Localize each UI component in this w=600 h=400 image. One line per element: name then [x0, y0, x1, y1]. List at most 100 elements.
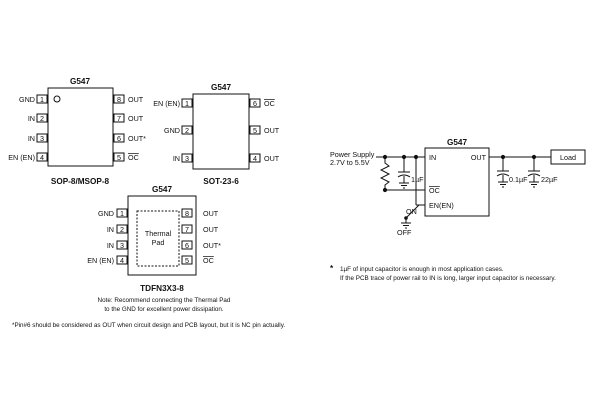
- cout2-plate-bottom: [527, 173, 541, 177]
- tdfn-labels: G547 TDFN3X3-8 Thermal Pad GND IN IN EN …: [87, 185, 231, 313]
- tdfn-pin-2-name: IN: [107, 225, 114, 234]
- sop8-labels: G547 SOP-8/MSOP-8 GND IN IN EN (EN) 1 2 …: [8, 77, 146, 186]
- tdfn-pin-box-7: [181, 224, 193, 234]
- circuit-labels: G547 Power Supply 2.7V to 5.5V IN OUT OC…: [330, 138, 576, 282]
- tdfn-pin-box-6: [181, 240, 193, 250]
- sop8-pin-7-name: OUT: [128, 114, 144, 123]
- supply-label-line-1: Power Supply: [330, 150, 375, 159]
- sop8-pin-1-num: 1: [40, 95, 44, 104]
- circuit-pin-in: IN: [429, 153, 436, 162]
- sot23-pin-box-2: [181, 125, 193, 135]
- tdfn-pin-box-8: [181, 208, 193, 218]
- sop8-pin-5-name: OC: [128, 153, 139, 162]
- sop8-pin-5-num: 5: [117, 153, 121, 162]
- sop8-pin-6-name: OUT*: [128, 134, 146, 143]
- sop8-pin-8-num: 8: [117, 95, 121, 104]
- tdfn-pin-3-name: IN: [107, 241, 114, 250]
- sot23-body: [192, 93, 250, 170]
- cap-in-label: 1µF: [411, 175, 424, 184]
- tdfn-pin-box-1: [116, 208, 128, 218]
- circuit-pin-oc: OC: [429, 186, 440, 195]
- sot23-pin-box-6: [249, 98, 261, 108]
- sot23-pin-4-name: OUT: [264, 154, 280, 163]
- tdfn-pin-box-5: [181, 255, 193, 265]
- sot23-pin-5-num: 5: [253, 126, 257, 135]
- sot23-pin-2-name: GND: [164, 126, 180, 135]
- sop8-pin-4-num: 4: [40, 153, 44, 162]
- sop8-package-name: SOP-8/MSOP-8: [51, 177, 110, 186]
- switch-on-label: ON: [406, 207, 417, 216]
- sot23-pin-1-name: EN (EN): [153, 99, 180, 108]
- tdfn-pin-8-name: OUT: [203, 209, 219, 218]
- tdfn-pin-5-num: 5: [185, 256, 189, 265]
- sot23-pin-1-num: 1: [185, 99, 189, 108]
- tdfn-pin-box-2: [116, 224, 128, 234]
- sop8-pin-3-num: 3: [40, 134, 44, 143]
- sot23-pin-box-1: [181, 98, 193, 108]
- sop8-pin-box-7: [113, 113, 125, 123]
- tdfn-thermal-pad: [136, 210, 180, 267]
- tdfn-pad-label-2: Pad: [152, 238, 165, 247]
- sop8-pin-8-name: OUT: [128, 95, 144, 104]
- tdfn-pin-8-num: 8: [185, 209, 189, 218]
- tdfn-pin-box-4: [116, 255, 128, 265]
- sop8-pin-box-1: [36, 94, 48, 104]
- sot23-pin-4-num: 4: [253, 154, 257, 163]
- sop8-pin-7-num: 7: [117, 114, 121, 123]
- sot23-labels: G547 SOT-23-6 EN (EN) GND IN 1 2 3 6 5 4…: [153, 83, 280, 186]
- circuit-note-line-1: 1µF of input capacitor is enough in most…: [340, 266, 504, 273]
- cout1-plate-bottom: [496, 173, 510, 177]
- sot23-pin-2-num: 2: [185, 126, 189, 135]
- sop8-pin1-dot: [53, 95, 61, 103]
- sot23-pin-3-name: IN: [173, 154, 180, 163]
- sot23-pin-box-5: [249, 125, 261, 135]
- tdfn-pin-3-num: 3: [120, 241, 124, 250]
- tdfn-pad-label-1: Thermal: [145, 229, 172, 238]
- tdfn-pin-5-name: OC: [203, 256, 214, 265]
- sop8-pin-2-num: 2: [40, 114, 44, 123]
- sot23-package-name: SOT-23-6: [203, 177, 239, 186]
- sop8-pin-4-name: EN (EN): [8, 153, 35, 162]
- load-label: Load: [560, 153, 576, 162]
- circuit-pin-en: EN(EN): [429, 201, 454, 210]
- tdfn-chip-name: G547: [152, 185, 172, 194]
- sop8-pin-6-num: 6: [117, 134, 121, 143]
- tdfn-note-line-2: to the GND for excellent power dissipati…: [104, 306, 224, 313]
- sop8-pin-box-5: [113, 152, 125, 162]
- sot23-package: [181, 93, 261, 170]
- sop8-pin-box-6: [113, 133, 125, 143]
- tdfn-pin-2-num: 2: [120, 225, 124, 234]
- cap-out1-label: 0.1µF: [509, 175, 528, 184]
- sop8-pin-box-3: [36, 133, 48, 143]
- pullup-resistor: [379, 157, 391, 190]
- sop8-chip-name: G547: [70, 77, 90, 86]
- tdfn-pin-6-name: OUT*: [203, 241, 221, 250]
- sot23-pin-5-name: OUT: [264, 126, 280, 135]
- sop8-package: [36, 87, 125, 167]
- tdfn-note-line-1: Note: Recommend connecting the Thermal P…: [98, 297, 231, 304]
- tdfn-pin-7-name: OUT: [203, 225, 219, 234]
- circuit-note-line-2: If the PCB trace of power rail to IN is …: [340, 275, 556, 282]
- sot23-pin-6-num: 6: [253, 99, 257, 108]
- tdfn-pin-7-num: 7: [185, 225, 189, 234]
- cin-plate-bottom: [397, 174, 411, 178]
- sot23-pin-box-4: [249, 153, 261, 163]
- sop8-pin-2-name: IN: [28, 114, 35, 123]
- tdfn-package: [116, 195, 197, 276]
- load-box: [550, 149, 586, 165]
- sop8-pin-box-4: [36, 152, 48, 162]
- sop8-pin-box-8: [113, 94, 125, 104]
- sop8-pin-1-name: GND: [19, 95, 35, 104]
- sot23-pin-box-3: [181, 153, 193, 163]
- circuit-chip-body: [424, 147, 490, 217]
- cap-out2-label: 22µF: [541, 175, 558, 184]
- circuit-note-marker: *: [330, 264, 334, 273]
- switch-off-label: OFF: [397, 228, 412, 237]
- sot23-pin-6-name: OC: [264, 99, 275, 108]
- tdfn-pin-1-num: 1: [120, 209, 124, 218]
- tdfn-pin-6-num: 6: [185, 241, 189, 250]
- pin6-footnote: *Pin#6 should be considered as OUT when …: [12, 322, 285, 329]
- tdfn-pin-4-num: 4: [120, 256, 124, 265]
